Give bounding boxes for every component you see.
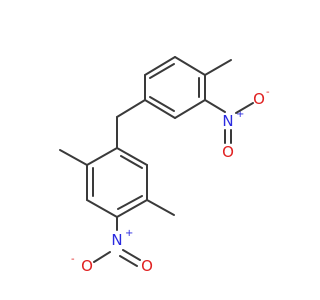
- bond: [86, 147, 118, 166]
- bond: [116, 147, 148, 166]
- double-bond-line: [117, 195, 143, 210]
- bond-c-n: [204, 99, 226, 113]
- positive-charge: +: [236, 109, 244, 120]
- molecule-canvas: N + O - O N + O - O: [59, 56, 270, 275]
- double-bond-line: [149, 96, 175, 112]
- bond-n-o-single: [235, 102, 254, 114]
- double-bond-line: [120, 155, 143, 169]
- bond-n-o-single: [93, 251, 111, 263]
- bond: [174, 99, 206, 119]
- nitrogen-atom: N: [111, 231, 122, 249]
- bond-n-o-double: [122, 249, 141, 261]
- methyl-bond-upper: [204, 59, 232, 76]
- methylene-bond: [116, 99, 146, 118]
- nitro-group-lower: N + O - O: [71, 216, 153, 275]
- bond: [86, 199, 118, 218]
- oxygen-atom: O: [222, 143, 234, 161]
- bond: [116, 199, 148, 218]
- double-bond-line: [149, 63, 175, 79]
- bond: [174, 56, 206, 76]
- lower-benzene-ring: [86, 147, 148, 218]
- positive-charge: +: [125, 228, 133, 239]
- upper-benzene-ring: [144, 56, 206, 119]
- oxygen-atom: O: [141, 257, 153, 275]
- bond: [144, 99, 176, 119]
- nitrogen-atom: N: [222, 112, 233, 130]
- methyl-bond-left: [59, 149, 88, 166]
- methyl-bond-right: [146, 199, 175, 216]
- nitro-group-upper: N + O - O: [204, 87, 270, 161]
- negative-charge: -: [266, 87, 270, 98]
- negative-charge: -: [71, 254, 75, 265]
- oxygen-atom: O: [81, 257, 93, 275]
- bond-n-o-double: [119, 255, 138, 267]
- molecule-structure: N + O - O N + O - O: [59, 56, 270, 275]
- bond: [144, 56, 176, 76]
- oxygen-atom: O: [253, 90, 265, 108]
